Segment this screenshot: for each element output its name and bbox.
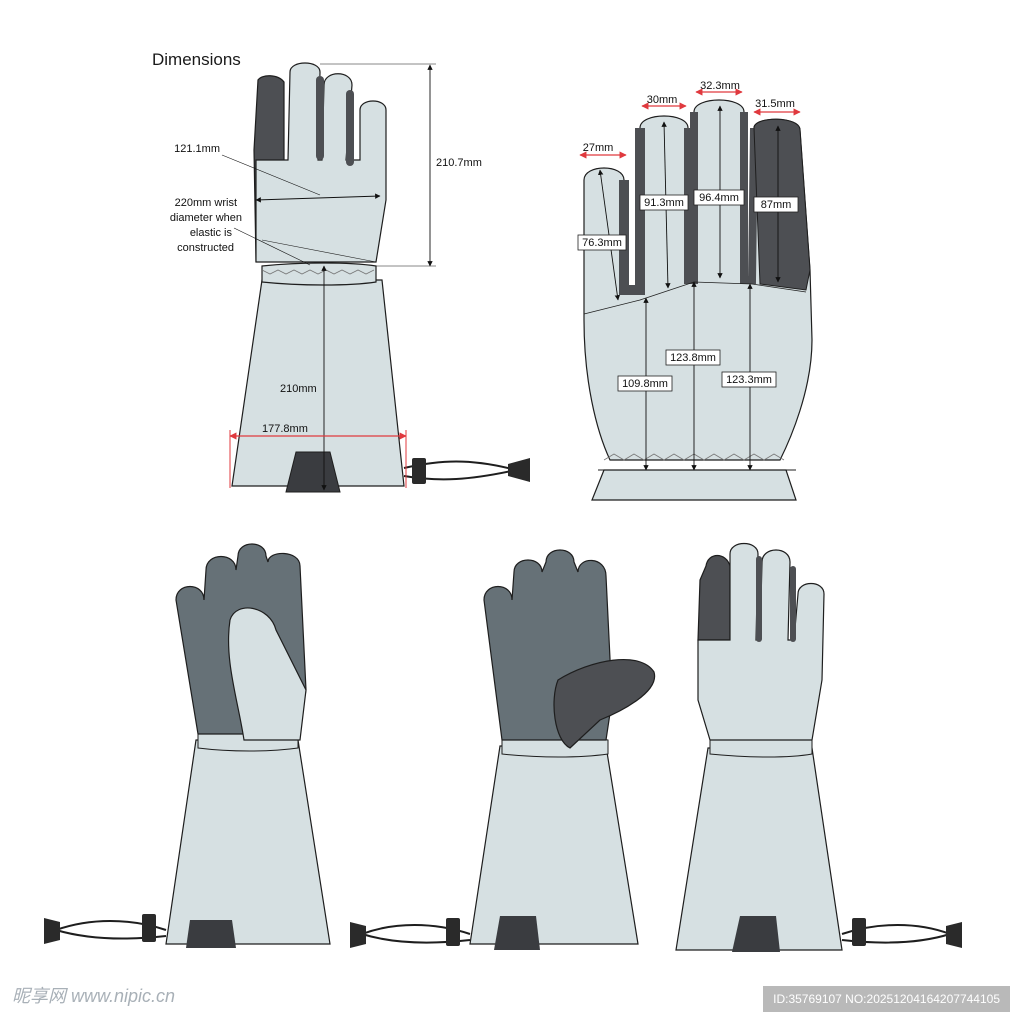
label-cuff-width: 177.8mm [262, 423, 308, 435]
label-thumb-length: 76.3mm [582, 237, 622, 249]
label-palm-right: 123.3mm [726, 374, 772, 386]
label-ring-length: 87mm [761, 199, 792, 211]
label-index-length: 91.3mm [644, 197, 684, 209]
cuff-tab [285, 451, 341, 493]
hand-body [255, 62, 387, 263]
dimensions-title: Dimensions [152, 50, 241, 69]
wrist-band [261, 262, 377, 286]
bottom-glove-thumb-out [350, 549, 656, 950]
label-palm-width: 121.1mm [174, 143, 220, 155]
back-view-dimensioned-glove: 121.1mm 220mm wrist diameter when elasti… [170, 62, 530, 493]
label-thumb-width: 27mm [583, 142, 614, 154]
label-palm-middle: 123.8mm [670, 352, 716, 364]
palm-sleeve-stub [591, 469, 797, 501]
label-middle-width: 32.3mm [700, 80, 740, 92]
watermark-right: ID:35769107 NO:20251204164207744105 [763, 986, 1010, 1012]
label-hand-length: 210.7mm [436, 157, 482, 169]
label-middle-length: 96.4mm [699, 192, 739, 204]
cord-lock [412, 458, 426, 484]
bottom-glove-palm-side [44, 543, 331, 948]
watermark-left: 昵享网 www.nipic.cn [12, 986, 176, 1006]
bottom-glove-back-side [675, 542, 962, 952]
cord-end [508, 458, 530, 482]
label-wrist-note-1: 220mm wrist [175, 197, 237, 209]
label-index-width: 30mm [647, 94, 678, 106]
label-wrist-note-3: elastic is [190, 227, 233, 239]
label-cuff-length: 210mm [280, 383, 317, 395]
label-ring-width: 31.5mm [755, 98, 795, 110]
label-palm-left: 109.8mm [622, 378, 668, 390]
palm-view-dimensioned-glove: 27mm 30mm 32.3mm 31.5mm 76.3mm 91.3mm 96… [577, 80, 813, 501]
label-wrist-note-4: constructed [177, 242, 234, 254]
label-wrist-note-2: diameter when [170, 212, 242, 224]
